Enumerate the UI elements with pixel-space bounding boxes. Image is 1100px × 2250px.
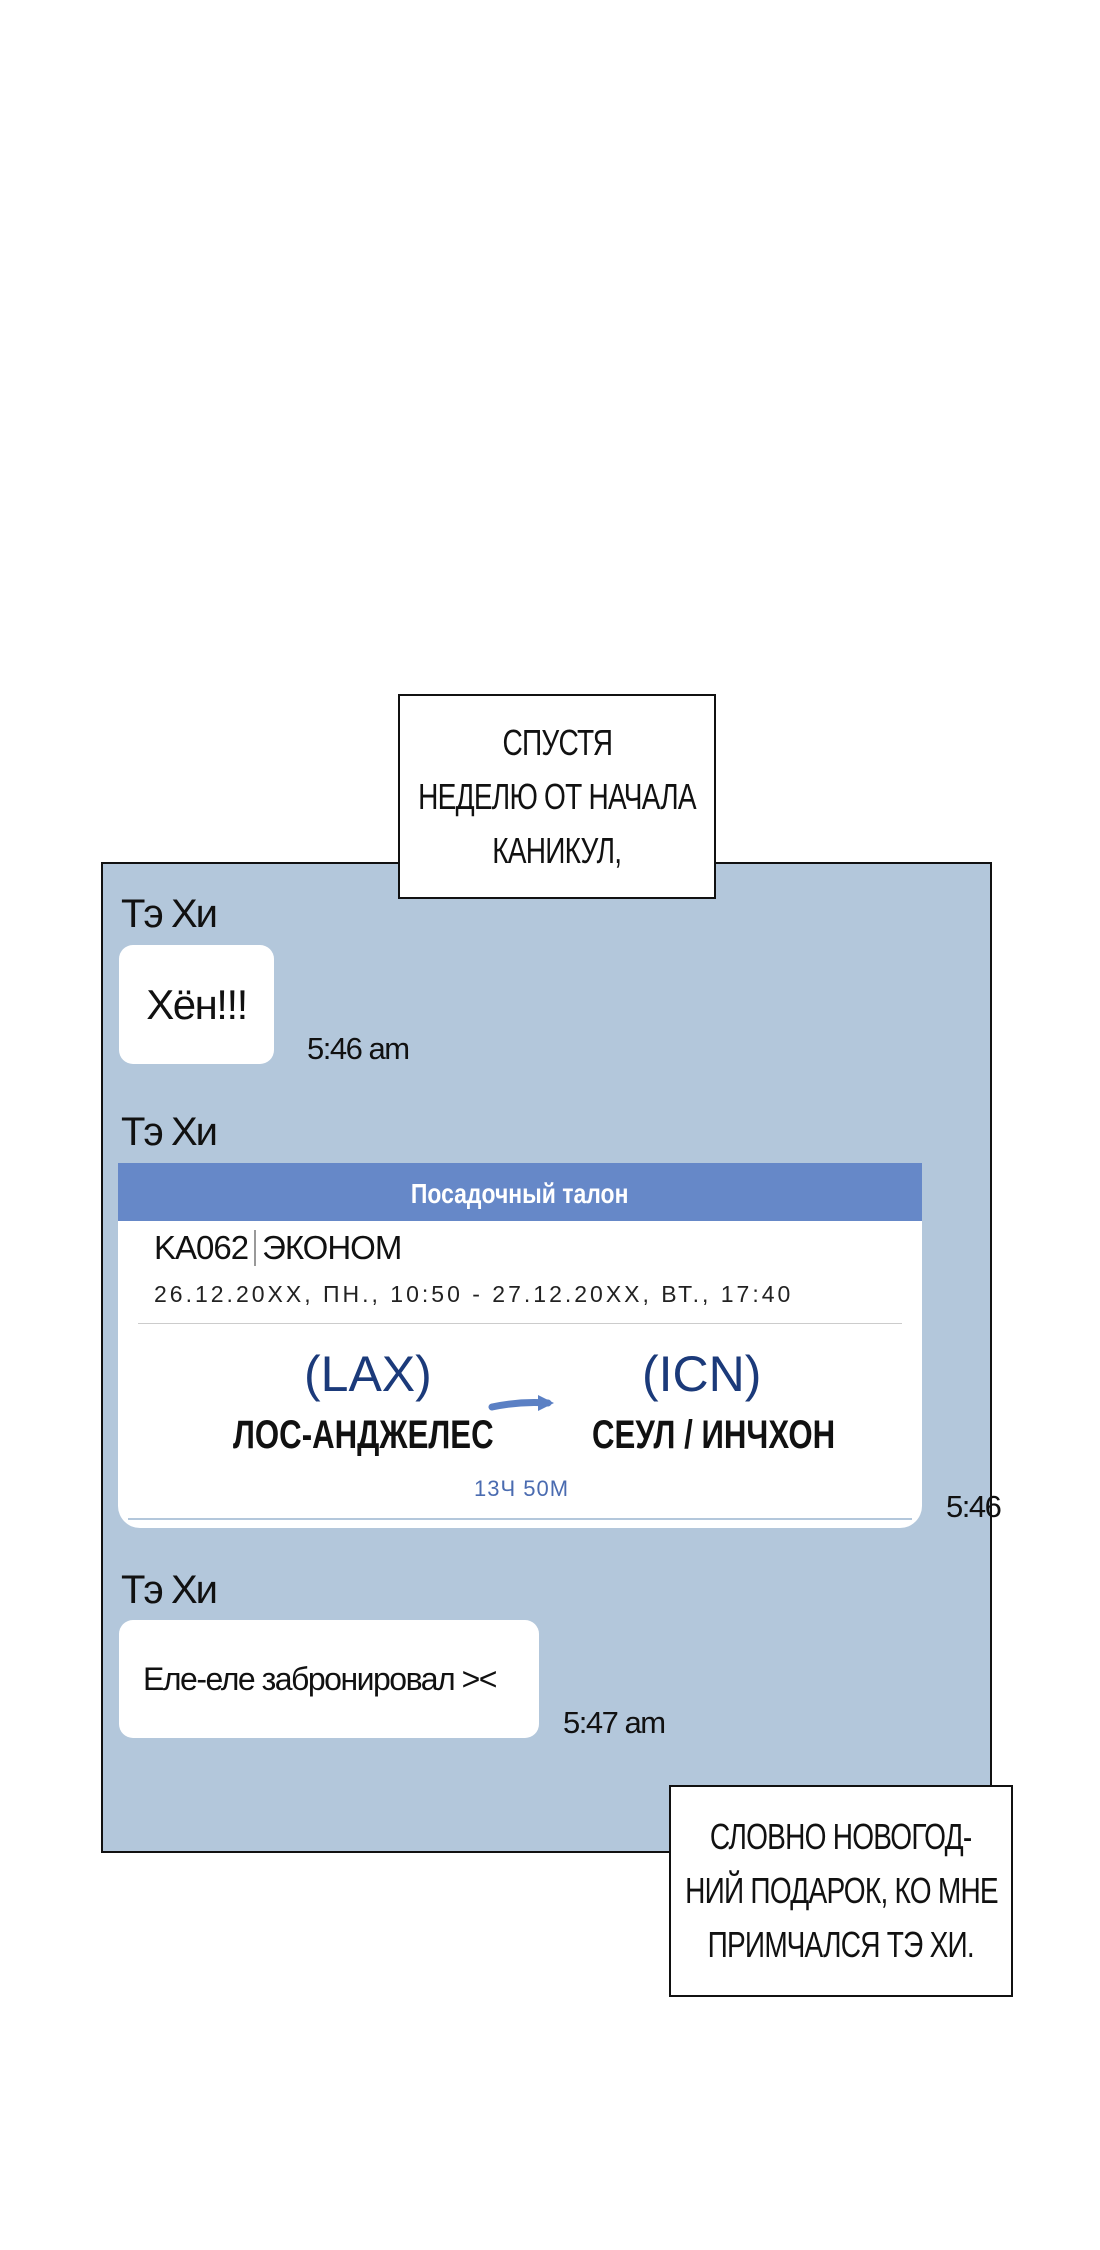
divider (138, 1323, 902, 1324)
boarding-pass-header: Посадочный талон (118, 1163, 922, 1221)
origin-city: ЛОС-АНДЖЕЛЕС (233, 1413, 494, 1457)
message-bubble[interactable]: Еле-еле забронировал >< (119, 1620, 539, 1738)
boarding-pass-card[interactable]: Посадочный талон KA062 ЭКОНОМ 26.12.20XX… (118, 1163, 922, 1528)
caption-line: СПУСТЯ (502, 721, 613, 763)
message-time: 5:46 (946, 1489, 1002, 1524)
message-text: Хён!!! (146, 980, 248, 1028)
flight-duration: 13Ч 50М (474, 1476, 570, 1501)
caption-box-top: СПУСТЯ НЕДЕЛЮ ОТ НАЧАЛА КАНИКУЛ, (398, 694, 716, 899)
caption-box-bottom: СЛОВНО НОВОГОД- НИЙ ПОДАРОК, КО МНЕ ПРИМ… (669, 1785, 1013, 1997)
flight-info: KA062 ЭКОНОМ (154, 1229, 402, 1267)
message-sender: Тэ Хи (121, 892, 218, 936)
fare-class: ЭКОНОМ (262, 1229, 402, 1266)
caption-line: ПРИМЧАЛСЯ ТЭ ХИ. (707, 1924, 975, 1965)
origin-code: (LAX) (304, 1346, 432, 1402)
destination-code: (ICN) (642, 1346, 762, 1402)
message-text: Еле-еле забронировал >< (143, 1660, 497, 1697)
message-sender: Тэ Хи (121, 1110, 218, 1154)
message-sender: Тэ Хи (121, 1568, 218, 1612)
separator (254, 1230, 257, 1266)
caption-line: НЕДЕЛЮ ОТ НАЧАЛА (418, 775, 696, 817)
caption-line: СЛОВНО НОВОГОД- (710, 1816, 972, 1857)
message-bubble[interactable]: Хён!!! (119, 945, 274, 1064)
flight-dates: 26.12.20XX, ПН., 10:50 - 27.12.20XX, ВТ.… (154, 1281, 794, 1307)
message-time: 5:46 am (307, 1031, 410, 1066)
caption-line: КАНИКУЛ, (492, 829, 622, 871)
flight-arrow-icon (488, 1395, 554, 1411)
boarding-pass-title: Посадочный талон (411, 1178, 629, 1209)
message-time: 5:47 am (563, 1705, 666, 1740)
flight-number: KA062 (154, 1229, 249, 1266)
card-bottom-line (128, 1518, 912, 1520)
destination-city: СЕУЛ / ИНЧХОН (592, 1413, 836, 1457)
caption-line: НИЙ ПОДАРОК, КО МНЕ (684, 1870, 999, 1911)
chat-panel: Тэ Хи Хён!!! 5:46 am Тэ Хи Посадочный та… (101, 862, 1002, 1853)
